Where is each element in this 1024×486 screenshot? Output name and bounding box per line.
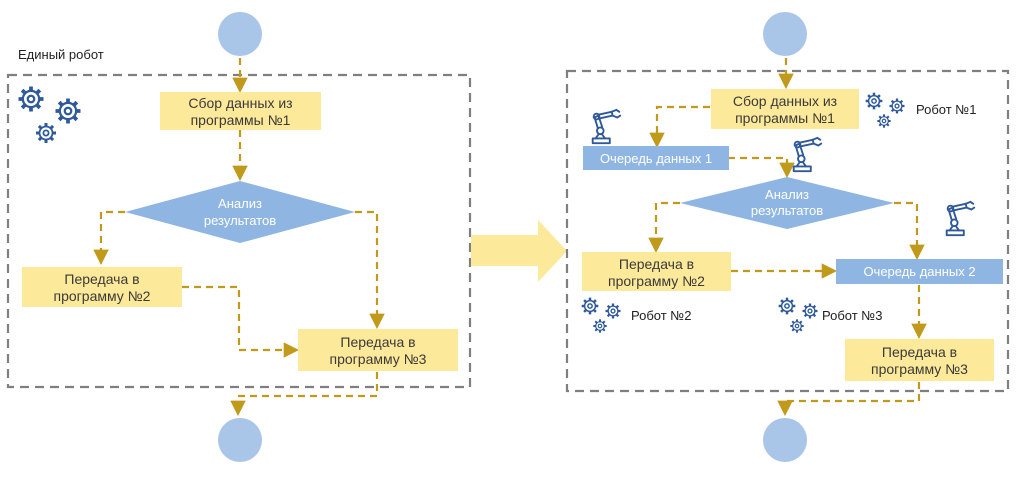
left-transfer3-line1: Передача в	[340, 334, 415, 350]
gear-icon	[789, 318, 805, 334]
left-title: Единый робот	[18, 47, 104, 62]
gear-icon	[580, 296, 600, 316]
left-transfer2-step: Передача в программу №2	[22, 267, 182, 307]
right-collect-line1: Сбор данных из	[733, 93, 837, 109]
gear-icon	[592, 318, 608, 334]
left-transfer3-line2: программу №3	[330, 351, 427, 367]
robot3-gears-icon	[777, 296, 819, 334]
gear-icon	[16, 84, 46, 114]
robot-arm-icon	[945, 200, 976, 237]
gear-icon	[604, 302, 622, 320]
robot-arm-icon	[792, 136, 823, 173]
right-transfer2-line2: программу №2	[608, 273, 705, 289]
right-frame	[565, 69, 1010, 393]
robot1-gears-icon	[864, 91, 906, 129]
right-queue2-label: Очередь данных 2	[863, 264, 975, 279]
right-transfer2-step: Передача в программу №2	[582, 252, 731, 291]
right-start-node	[763, 12, 807, 56]
right-analysis-decision: Анализ результатов	[680, 177, 894, 229]
right-flow-lines	[648, 58, 927, 417]
left-analysis-line2: результатов	[204, 213, 276, 228]
right-transfer3-line2: программу №3	[871, 361, 968, 377]
right-queue2: Очередь данных 2	[836, 259, 1003, 284]
right-transfer3-step: Передача в программу №3	[845, 339, 994, 381]
right-transfer2-line1: Передача в	[619, 256, 694, 272]
right-transfer3-line1: Передача в	[882, 344, 957, 360]
right-collect-step: Сбор данных из программы №1	[711, 89, 859, 129]
gear-icon	[864, 91, 884, 111]
arrow-right-icon	[471, 220, 567, 282]
gear-icon	[888, 97, 906, 115]
gear-icon	[777, 296, 797, 316]
right-end-node	[763, 418, 807, 462]
gear-icon	[34, 121, 58, 145]
robot-arm-icon	[591, 108, 622, 145]
left-transfer3-step: Передача в программу №3	[298, 329, 458, 371]
left-collect-step: Сбор данных из программы №1	[160, 92, 321, 130]
left-transfer2-line1: Передача в	[64, 271, 139, 287]
gear-icon	[53, 96, 83, 126]
gear-icon	[801, 302, 819, 320]
left-gears-icon	[16, 84, 83, 145]
gear-icon	[876, 113, 892, 129]
left-transfer2-line2: программу №2	[54, 288, 151, 304]
left-analysis-decision: Анализ результатов	[125, 181, 355, 243]
robot3-label: Робот №3	[822, 308, 882, 323]
left-end-node	[218, 418, 262, 462]
left-collect-line1: Сбор данных из	[188, 95, 292, 111]
left-flow-lines	[93, 58, 385, 417]
robot1-label: Робот №1	[916, 102, 976, 117]
right-collect-line2: программы №1	[735, 110, 835, 126]
right-queue1-label: Очередь данных 1	[600, 151, 712, 166]
right-queue1: Очередь данных 1	[583, 146, 729, 170]
left-analysis-line1: Анализ	[218, 196, 262, 211]
robot2-gears-icon	[580, 296, 622, 334]
right-analysis-line2: результатов	[751, 203, 823, 218]
left-start-node	[218, 12, 262, 56]
right-analysis-line1: Анализ	[765, 187, 809, 202]
robot2-label: Робот №2	[631, 308, 691, 323]
left-collect-line2: программы №1	[191, 112, 291, 128]
